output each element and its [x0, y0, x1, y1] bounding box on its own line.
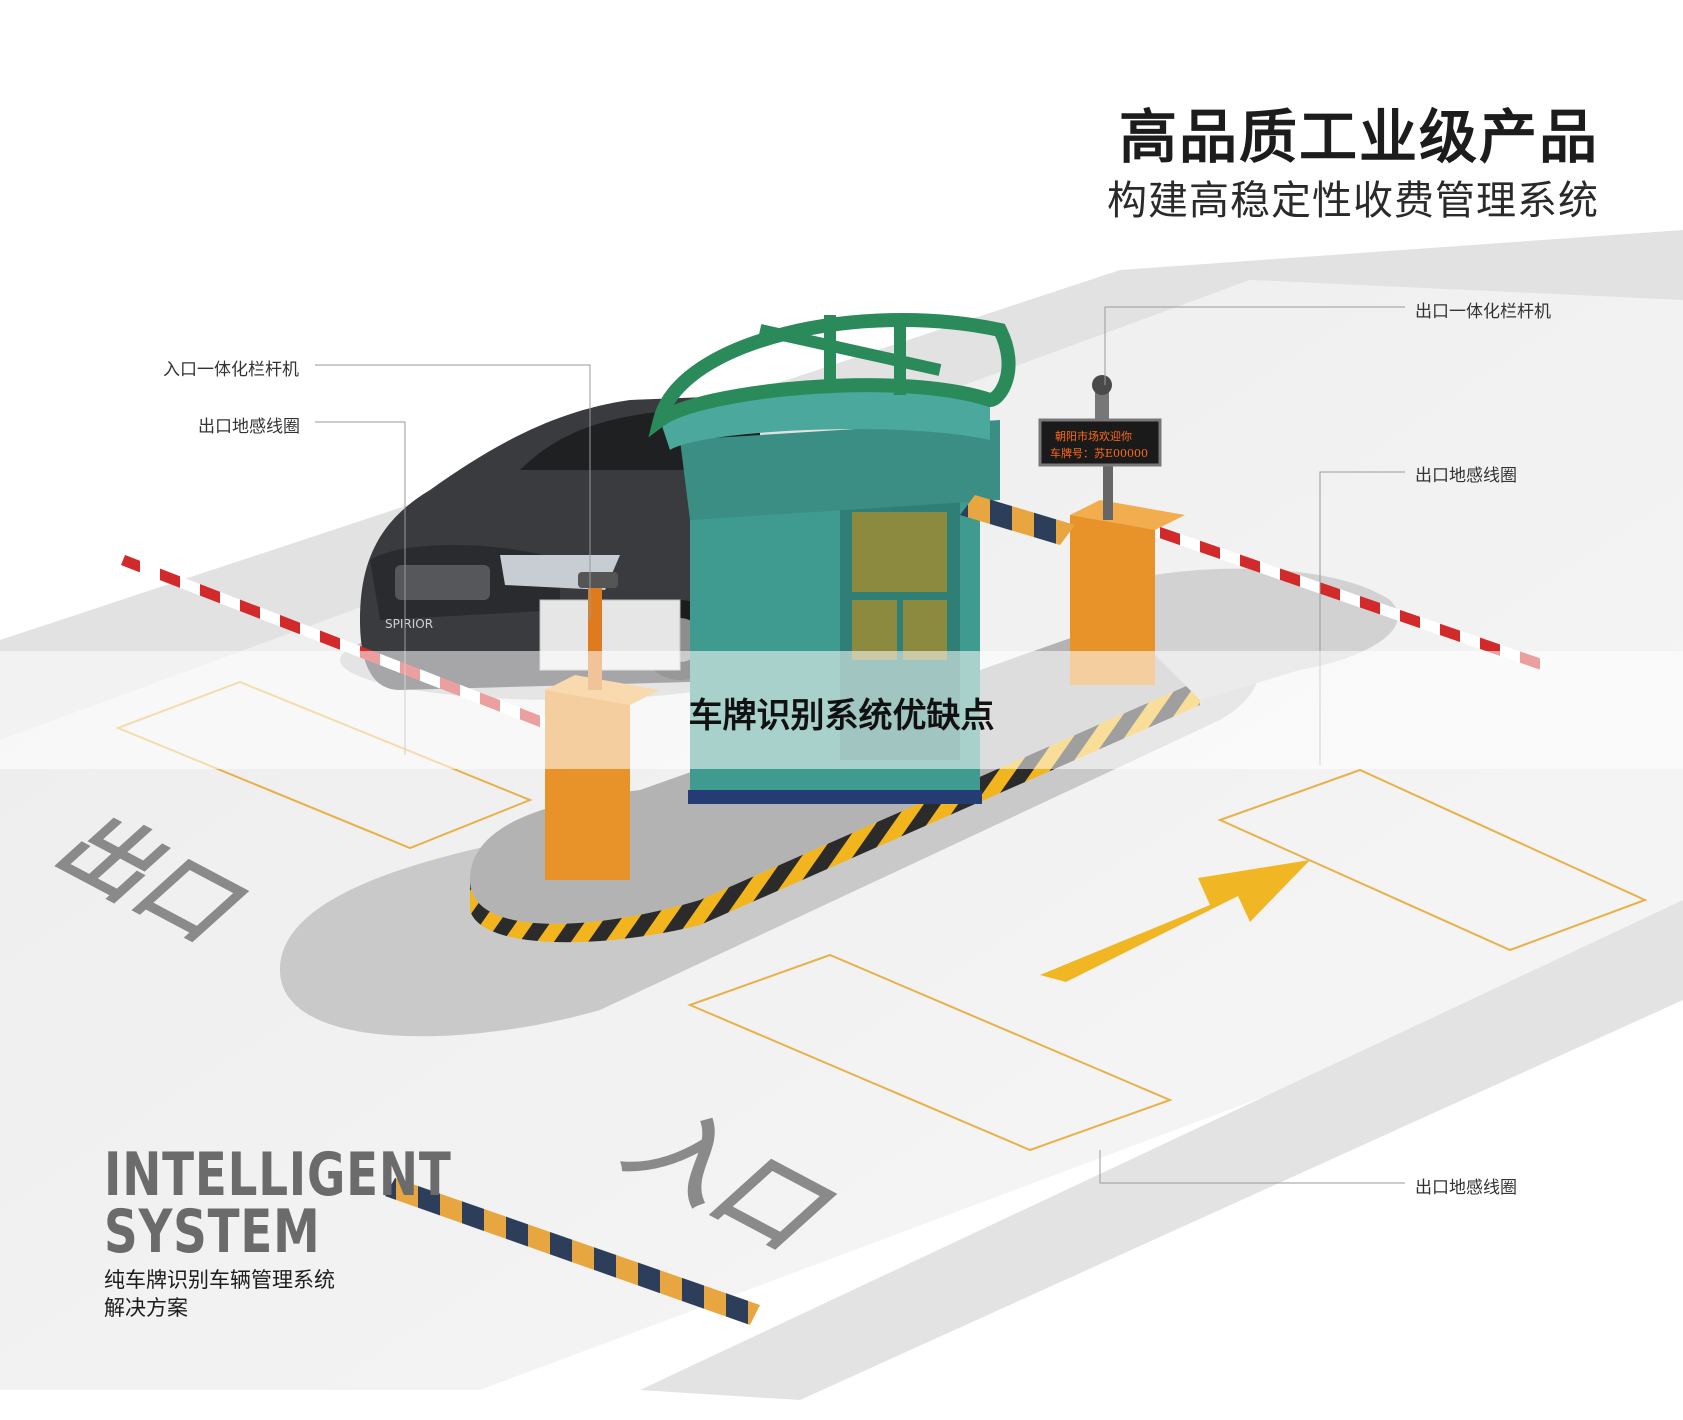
callout-exit-loop-right: 出口地感线圈 — [1415, 466, 1517, 486]
page-title: 高品质工业级产品 — [1118, 103, 1599, 171]
car-badge: SPIRIOR — [385, 617, 433, 631]
led-display-line1: 朝阳市场欢迎你 — [1055, 429, 1132, 443]
brand-desc-line-1: 纯车牌识别车辆管理系统 — [104, 1268, 335, 1292]
callout-exit-loop-bottom: 出口地感线圈 — [1415, 1178, 1517, 1198]
page-subtitle: 构建高稳定性收费管理系统 — [1107, 178, 1599, 224]
led-display-line2: 车牌号：苏E00000 — [1050, 446, 1148, 460]
brand-description: 纯车牌识别车辆管理系统 解决方案 — [104, 1266, 335, 1322]
callout-exit-barrier: 出口一体化栏杆机 — [1415, 302, 1551, 322]
banner-title: 车牌识别系统优缺点 — [688, 696, 995, 736]
title-banner — [0, 651, 1683, 769]
brand-desc-line-2: 解决方案 — [104, 1296, 188, 1320]
brand-line-2: SYSTEM — [104, 1197, 321, 1267]
speed-bump-top — [960, 495, 1075, 545]
direction-arrow-icon — [1040, 860, 1310, 982]
callout-entry-loop: 出口地感线圈 — [198, 417, 300, 437]
speed-bump-bottom — [385, 1178, 760, 1325]
callout-entry-barrier: 入口一体化栏杆机 — [163, 360, 299, 380]
brand-line-1: INTELLIGENT — [104, 1140, 452, 1210]
